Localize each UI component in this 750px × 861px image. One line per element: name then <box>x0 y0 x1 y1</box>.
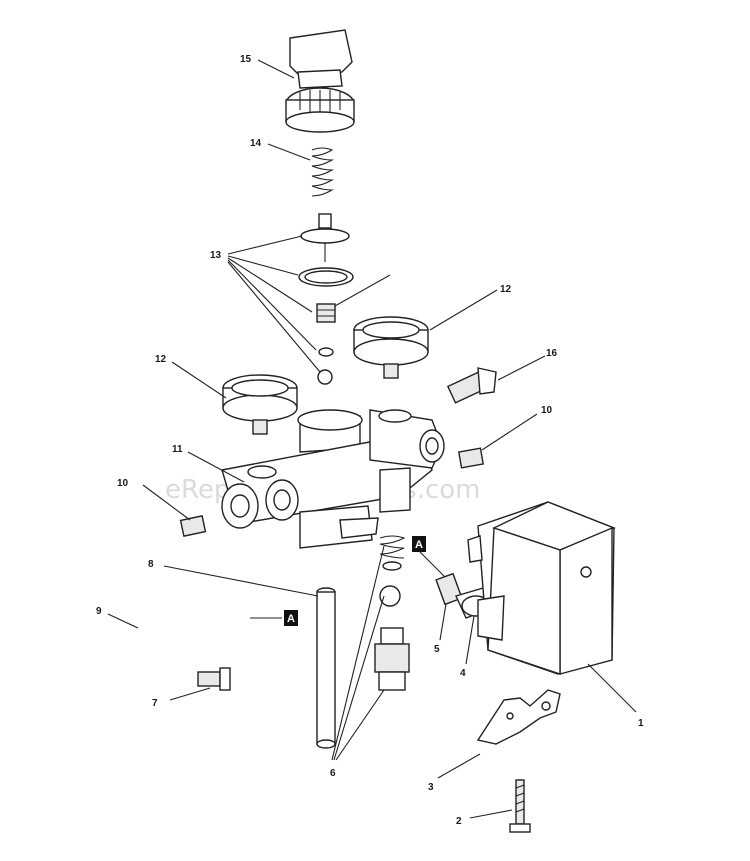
leader-3 <box>437 753 481 779</box>
ref-mark-a-lower: A <box>287 613 295 625</box>
part-10-plug-right <box>457 447 485 469</box>
leader-12-right <box>429 289 498 331</box>
leader-9 <box>107 613 139 629</box>
callout-16: 16 <box>546 348 558 359</box>
callout-10-right: 10 <box>541 405 553 416</box>
part-2-screw <box>509 779 531 833</box>
callout-14: 14 <box>250 138 262 149</box>
callout-5: 5 <box>434 644 440 655</box>
leader-1 <box>587 663 637 713</box>
leader-5 <box>439 603 447 641</box>
part-16-fitting <box>446 367 497 404</box>
ref-mark-a-upper: A <box>415 539 423 551</box>
leader-10-left <box>142 484 191 521</box>
leader-12-left <box>171 361 227 399</box>
part-5-fitting <box>435 572 463 606</box>
leader-2 <box>469 809 513 819</box>
part-3-bracket <box>476 689 561 745</box>
ref-box-a-upper <box>412 536 426 552</box>
callout-1: 1 <box>638 718 644 729</box>
leader-4 <box>465 615 475 665</box>
part-8-tube <box>316 587 336 749</box>
callout-10-left: 10 <box>117 478 129 489</box>
leader-8 <box>163 565 319 597</box>
callout-13: 13 <box>210 250 222 261</box>
callout-4: 4 <box>460 668 466 679</box>
leaders-6 <box>331 545 385 761</box>
part-15-knob <box>285 29 355 133</box>
leader-15 <box>257 59 295 79</box>
leader-7 <box>169 687 211 701</box>
callout-15: 15 <box>240 54 252 65</box>
callout-12-right: 12 <box>500 284 512 295</box>
part-12-gauge-left <box>222 374 298 435</box>
ref-box-a-lower <box>284 610 298 626</box>
leader-14 <box>267 143 311 161</box>
callout-2: 2 <box>456 816 462 827</box>
callout-8: 8 <box>148 559 154 570</box>
callout-9: 9 <box>96 606 102 617</box>
part-12-gauge-right <box>353 316 429 379</box>
part-1-pressure-switch <box>467 501 616 675</box>
leader-ref-a-upper <box>419 551 447 579</box>
leader-16 <box>497 355 546 381</box>
leaders-13 <box>227 235 321 373</box>
leader-11 <box>187 451 245 483</box>
part-7-fitting <box>197 667 231 691</box>
callout-6: 6 <box>330 768 336 779</box>
callout-11: 11 <box>172 444 183 455</box>
part-13-valve-set <box>298 213 391 385</box>
part-9-hose <box>134 607 249 683</box>
leader-10-right <box>481 413 538 451</box>
part-6-check-valve <box>374 535 410 691</box>
part-10-plug-left <box>179 515 207 537</box>
callout-3: 3 <box>428 782 434 793</box>
callout-7: 7 <box>152 698 158 709</box>
part-11-manifold <box>221 409 445 549</box>
callout-12-left: 12 <box>155 354 167 365</box>
part-14-spring <box>311 147 334 197</box>
